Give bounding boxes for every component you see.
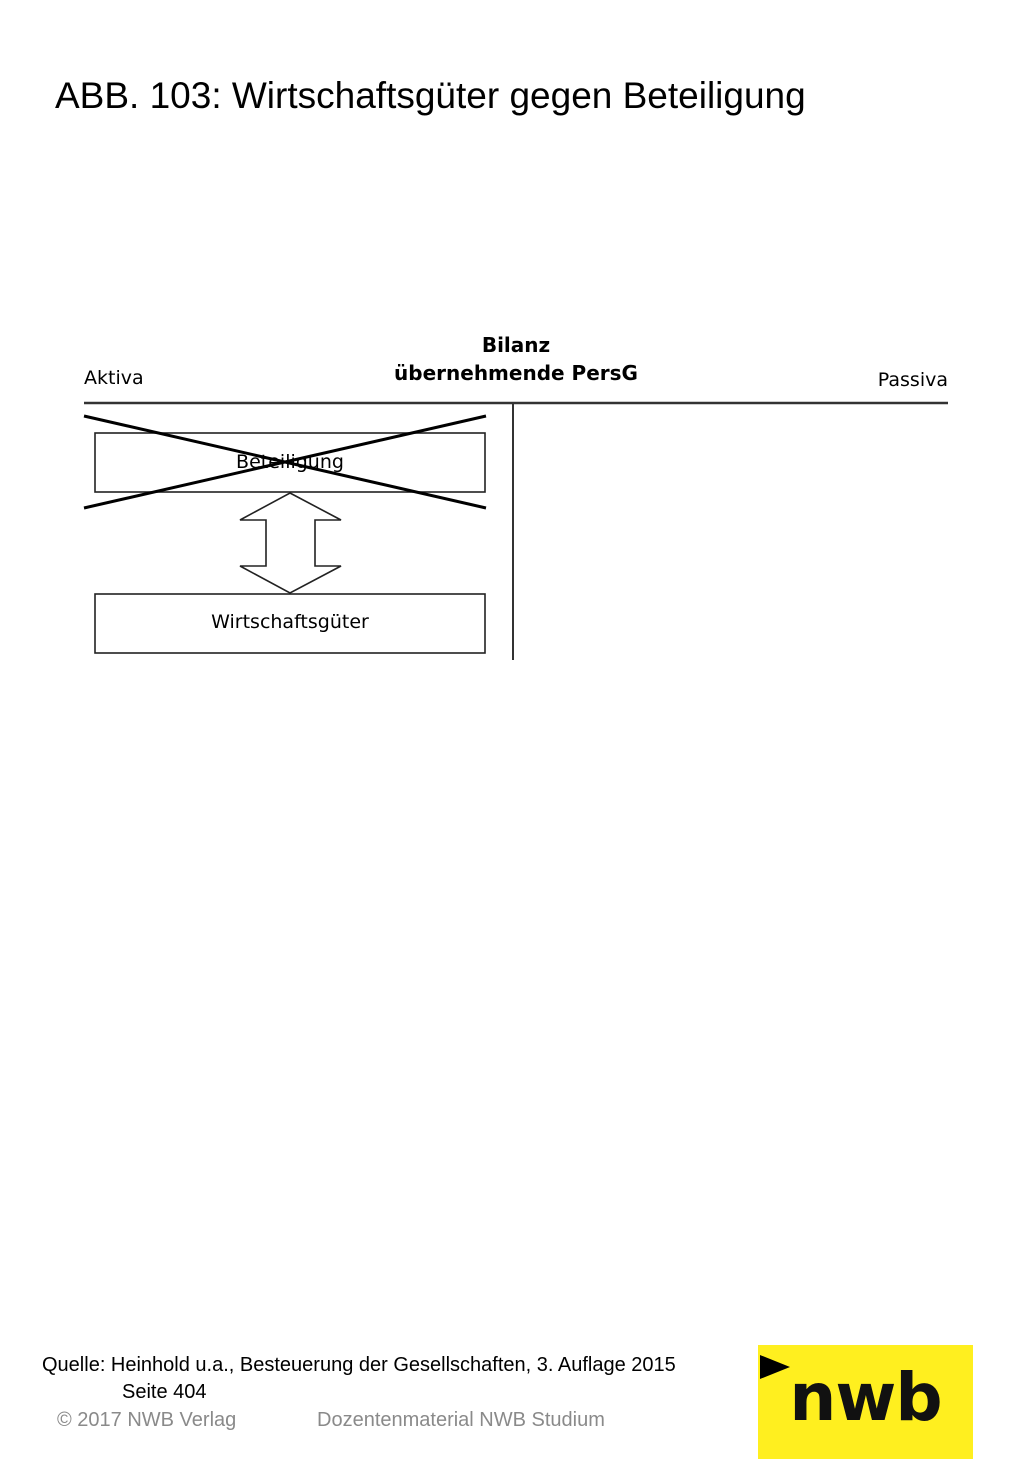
source-line: Quelle: Heinhold u.a., Besteuerung der G… [42,1354,676,1376]
double-arrow-icon [239,492,342,594]
diagram-heading-line2: übernehmende PersG [394,361,638,385]
logo-text: nwb [789,1359,942,1436]
aktiva-label: Aktiva [84,367,144,389]
footer-material: Dozentenmaterial NWB Studium [317,1409,605,1431]
wirtschaftsgueter-label: Wirtschaftsgüter [211,611,369,633]
footer-copyright: © 2017 NWB Verlag [57,1409,237,1431]
source-citation: Quelle: Heinhold u.a., Besteuerung der G… [42,1352,676,1406]
nwb-logo: nwb [758,1345,973,1459]
passiva-label: Passiva [878,369,948,391]
wirtschaftsgueter-box [94,593,486,654]
page-title: ABB. 103: Wirtschaftsgüter gegen Beteili… [55,75,806,116]
diagram-heading-line1: Bilanz [482,333,550,357]
source-page: Seite 404 [122,1381,207,1403]
cross-out-line-2 [83,414,487,510]
pointer-arrow-icon [760,1355,790,1379]
